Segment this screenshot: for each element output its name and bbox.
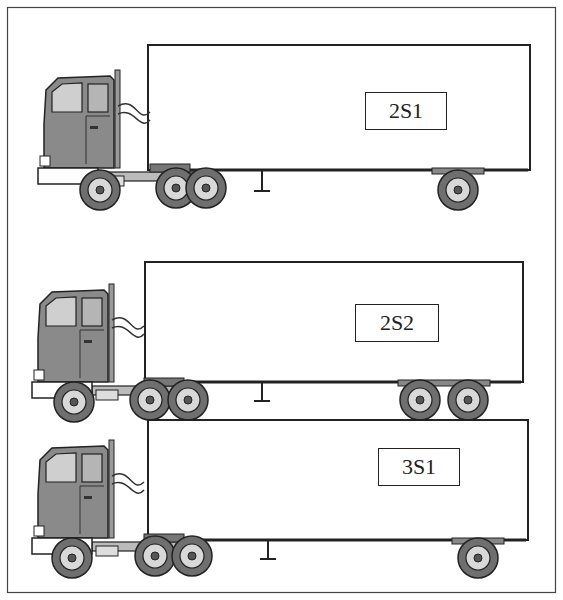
label-box: 2S1 (365, 92, 447, 130)
class-label: 2S2 (380, 311, 414, 335)
label-box: 2S2 (355, 304, 439, 342)
truck-2s1 (38, 45, 530, 210)
truck-2s2 (32, 262, 523, 422)
class-label: 2S1 (389, 99, 423, 123)
label-box: 3S1 (378, 448, 460, 486)
truck-3s1 (32, 420, 528, 578)
class-label: 3S1 (402, 455, 436, 479)
